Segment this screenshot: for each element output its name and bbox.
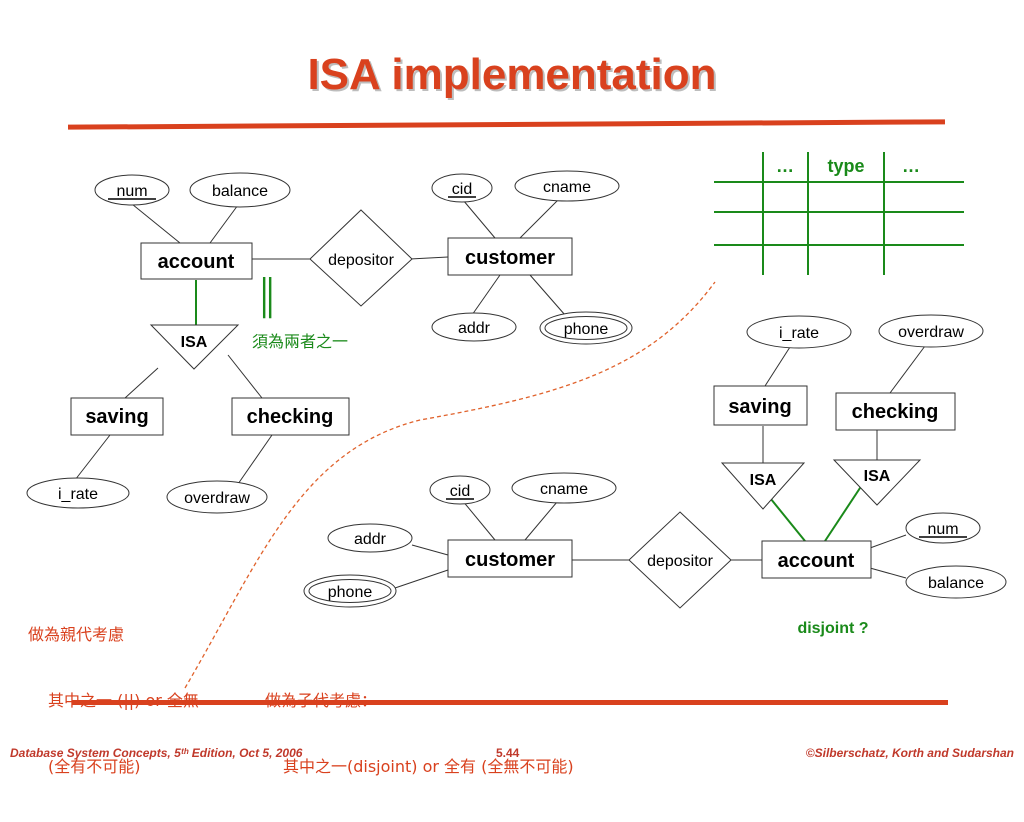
type-table — [714, 152, 964, 275]
table-header-right: … — [902, 156, 920, 176]
r-cname-attribute — [511, 472, 617, 504]
addr-label: addr — [458, 320, 491, 337]
r-addr-label: addr — [354, 531, 387, 548]
table-header-type: type — [827, 156, 864, 176]
cname-attribute — [514, 170, 620, 202]
depositor-relationship — [309, 209, 413, 307]
cname-label: cname — [543, 179, 591, 196]
r-num-attribute — [905, 512, 981, 544]
child-view-line2: 其中之一(disjoint) or 全有 (全無不可能) — [283, 757, 574, 776]
slide-title: ISA implementation — [307, 50, 717, 99]
child-view-line1: 做為子代考慮： — [265, 691, 378, 710]
account-entity — [140, 242, 253, 280]
saving-label: saving — [85, 406, 148, 428]
footer-page-number: 5.44 — [496, 746, 520, 760]
er-diagram-canvas: num balance account depositor customer c… — [26, 152, 1007, 689]
r-i-rate-label: i_rate — [779, 325, 819, 342]
constraint-note: 須為兩者之一 — [252, 332, 348, 351]
r-i-rate-attribute — [746, 315, 852, 349]
r-checking-entity — [835, 392, 956, 431]
phone-label: phone — [564, 321, 609, 338]
num-label: num — [116, 183, 147, 200]
customer-entity — [447, 237, 573, 276]
r-phone-attribute-multivalued — [303, 574, 397, 608]
r-depositor-label: depositor — [647, 553, 713, 570]
balance-label: balance — [212, 183, 268, 200]
r-saving-entity — [713, 385, 808, 426]
cid-attribute — [431, 173, 493, 203]
r-checking-label: checking — [852, 401, 939, 423]
r-cid-label: cid — [450, 483, 470, 500]
r-saving-label: saving — [728, 396, 791, 418]
cid-label: cid — [452, 181, 472, 198]
isa-triangle — [149, 324, 240, 370]
r-overdraw-attribute — [878, 314, 984, 348]
overdraw-attribute — [166, 480, 268, 514]
phone-attribute-multivalued — [539, 311, 633, 345]
r-isa-left-triangle — [720, 462, 806, 510]
child-view-note: 做為子代考慮： 其中之一(disjoint) or 全有 (全無不可能) — [265, 646, 574, 822]
parent-view-line1: 做為親代考慮 — [28, 625, 125, 644]
r-customer-label: customer — [465, 549, 555, 571]
r-account-label: account — [778, 550, 855, 572]
r-overdraw-label: overdraw — [898, 324, 964, 341]
checking-entity — [231, 397, 350, 436]
addr-attribute — [431, 312, 517, 342]
isa-label: ISA — [181, 334, 208, 351]
r-cid-attribute — [429, 475, 491, 505]
parent-view-line2: 其中之一 (||) or 全無 — [48, 691, 199, 710]
slide: ISA implementation — [10, 50, 1014, 776]
checking-label: checking — [247, 406, 334, 428]
parent-view-note: 做為親代考慮 其中之一 (||) or 全無 (全有不可能) — [28, 580, 199, 822]
num-attribute — [94, 174, 170, 206]
balance-attribute — [189, 172, 291, 208]
r-isa-left-label: ISA — [750, 472, 777, 489]
i-rate-label: i_rate — [58, 486, 98, 503]
r-phone-label: phone — [328, 584, 373, 601]
r-addr-attribute — [327, 523, 413, 553]
saving-entity — [70, 397, 164, 436]
r-isa-right-label: ISA — [864, 468, 891, 485]
r-balance-label: balance — [928, 575, 984, 592]
footer-right: ©Silberschatz, Korth and Sudarshan — [805, 746, 1014, 760]
bottom-rule — [72, 700, 948, 705]
r-customer-entity — [447, 539, 573, 578]
r-account-entity — [761, 540, 872, 579]
r-balance-attribute — [905, 565, 1007, 599]
r-cname-label: cname — [540, 481, 588, 498]
footer-left: Database System Concepts, 5ᵗʰ Edition, O… — [10, 746, 303, 760]
customer-label: customer — [465, 247, 555, 269]
overdraw-label: overdraw — [184, 490, 250, 507]
i-rate-attribute — [26, 477, 130, 509]
r-isa-right-triangle — [832, 459, 922, 506]
double-bar-mark: ║ — [255, 277, 279, 319]
r-depositor-relationship — [628, 511, 732, 609]
depositor-label: depositor — [328, 252, 394, 269]
r-num-label: num — [927, 521, 958, 538]
account-label: account — [158, 251, 235, 273]
divider-dashed-curve — [184, 281, 716, 689]
table-header-left: … — [776, 156, 794, 176]
disjoint-question: disjoint ? — [797, 620, 868, 637]
